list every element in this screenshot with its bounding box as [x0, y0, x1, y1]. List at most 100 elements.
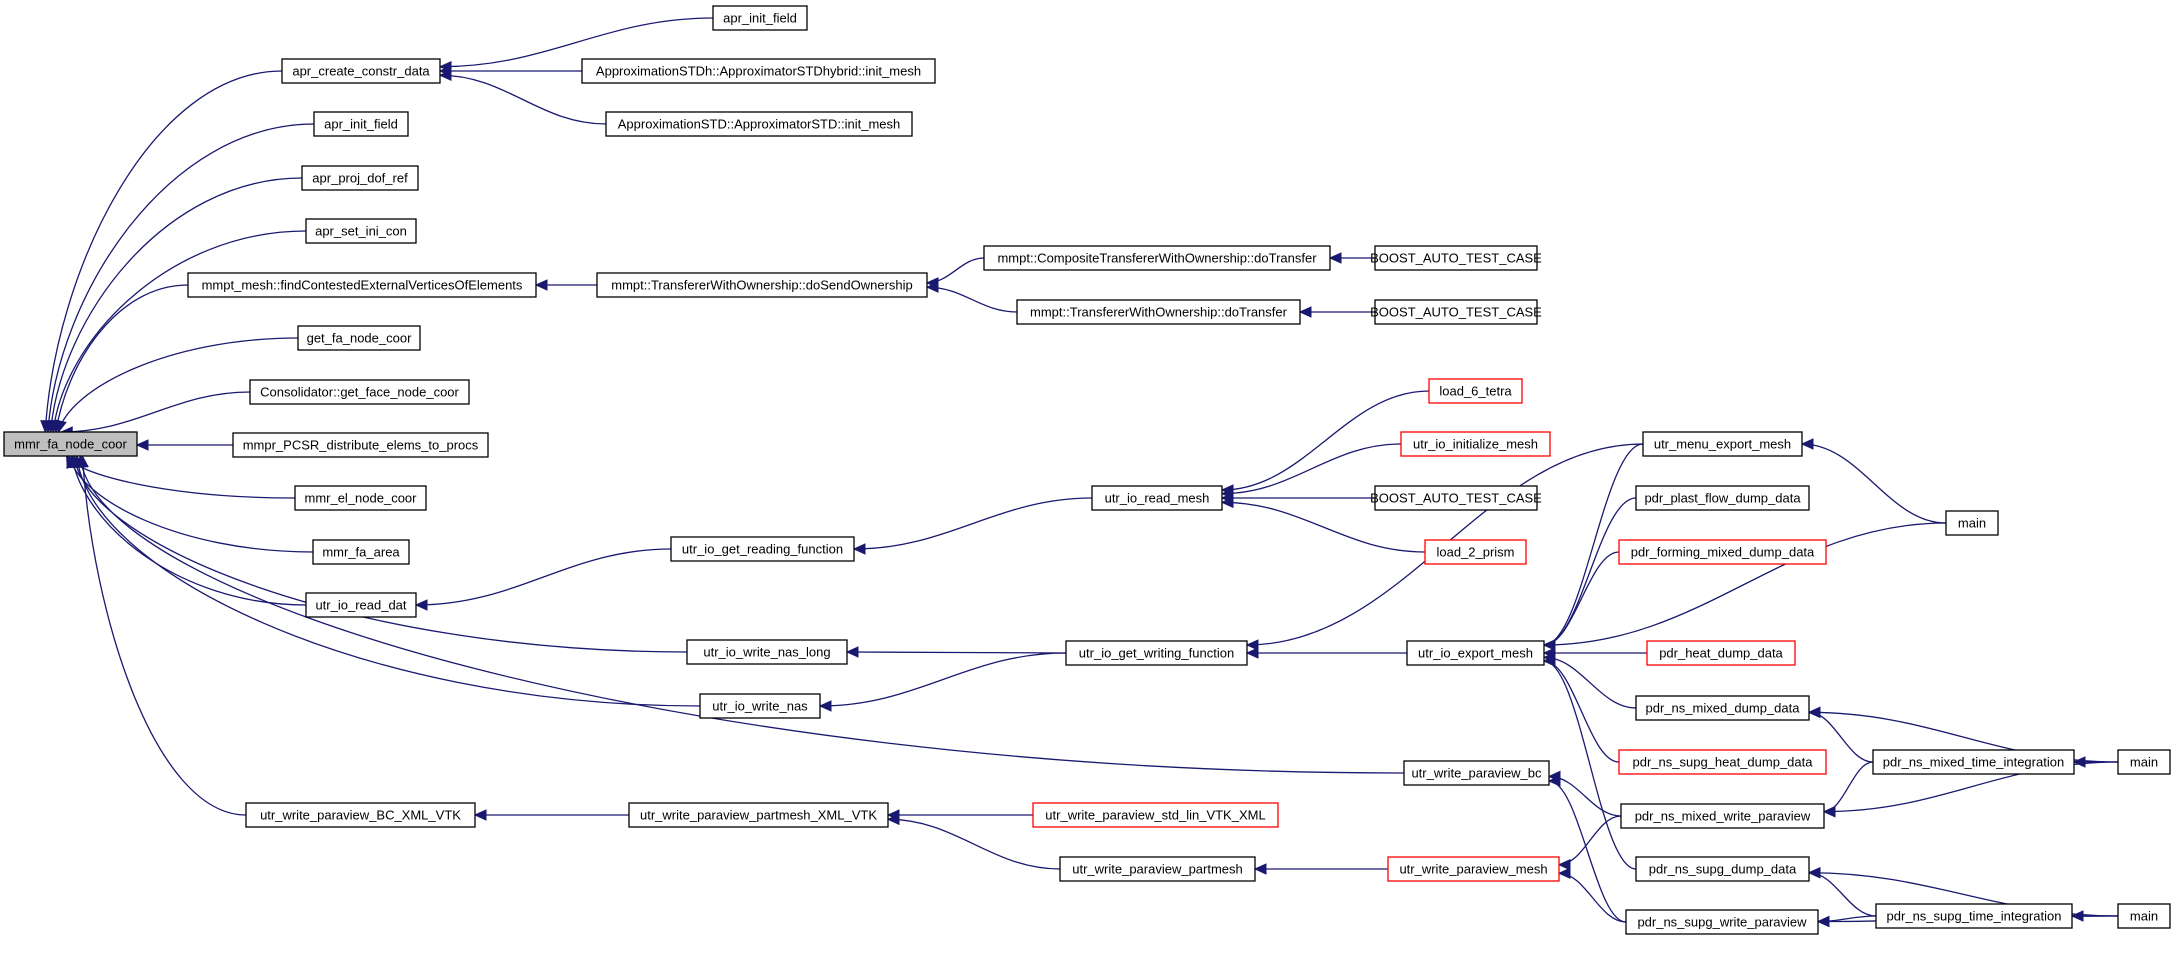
function-node-label: pdr_forming_mixed_dump_data	[1631, 545, 1815, 560]
function-node[interactable]: main	[2117, 749, 2171, 775]
function-node[interactable]: utr_write_paraview_partmesh_XML_VTK	[628, 802, 889, 828]
function-node[interactable]: utr_io_get_writing_function	[1065, 640, 1248, 666]
function-node[interactable]: mmpr_PCSR_distribute_elems_to_procs	[232, 432, 489, 458]
function-node[interactable]: mmpt::CompositeTransfererWithOwnership::…	[983, 245, 1331, 271]
function-node[interactable]: mmr_fa_area	[312, 539, 410, 565]
function-node[interactable]: pdr_forming_mixed_dump_data	[1618, 539, 1827, 565]
function-node-box	[1374, 299, 1538, 325]
function-node[interactable]: Consolidator::get_face_node_coor	[249, 379, 470, 405]
function-node-label: apr_create_constr_data	[292, 64, 430, 79]
function-node[interactable]: pdr_plast_flow_dump_data	[1635, 485, 1810, 511]
function-node-label: mmr_fa_node_coor	[14, 437, 127, 452]
function-node-label: utr_write_paraview_BC_XML_VTK	[260, 808, 461, 823]
function-node[interactable]: apr_init_field	[313, 111, 409, 137]
function-node[interactable]: mmpt_mesh::findContestedExternalVertices…	[187, 272, 537, 298]
function-node[interactable]: utr_write_paraview_mesh	[1387, 856, 1560, 882]
edge-load_6_tetra-to-utr_io_read_mesh	[1221, 390, 1430, 491]
function-node[interactable]: load_2_prism	[1424, 539, 1527, 565]
function-node[interactable]: ApproximationSTDh::ApproximatorSTDhybrid…	[581, 58, 936, 84]
function-node-box	[983, 245, 1331, 271]
function-node[interactable]: pdr_ns_mixed_write_paraview	[1620, 803, 1825, 829]
edge-pdr_plast_flow_dump_data-to-utr_io_export_mesh	[1543, 497, 1637, 646]
function-node-box	[232, 432, 489, 458]
function-node[interactable]: pdr_ns_mixed_dump_data	[1635, 695, 1810, 721]
function-node[interactable]: utr_menu_export_mesh	[1642, 431, 1803, 457]
edge-arrowhead	[1557, 867, 1571, 880]
edge-arrowhead	[2072, 756, 2086, 768]
function-node-label: ApproximationSTDh::ApproximatorSTDhybrid…	[596, 64, 921, 79]
edge-Consolidator-get_face_node_coor-to-mmr_fa_node_coor	[61, 391, 251, 433]
function-node[interactable]: pdr_ns_supg_dump_data	[1635, 856, 1810, 882]
function-node[interactable]: utr_io_initialize_mesh	[1400, 431, 1551, 457]
edge-main-to-utr_io_export_mesh	[1543, 522, 1947, 646]
function-node[interactable]: utr_io_get_reading_function	[670, 536, 855, 562]
function-node[interactable]: pdr_ns_supg_heat_dump_data	[1618, 749, 1827, 775]
edge-main-to-pdr_ns_mixed_write_paraview	[1823, 761, 2119, 813]
function-node-box	[605, 111, 913, 137]
function-node-label: mmpt::TransfererWithOwnership::doTransfe…	[1030, 305, 1288, 320]
function-node[interactable]: mmpt::TransfererWithOwnership::doSendOwn…	[596, 272, 928, 298]
function-node-label: pdr_ns_supg_time_integration	[1887, 909, 2062, 924]
edge-arrowhead	[414, 599, 428, 611]
edge-pdr_ns_mixed_time_integration-to-pdr_ns_mixed_write_paraview	[1823, 761, 1874, 813]
function-node[interactable]: apr_init_field	[712, 5, 808, 31]
function-node[interactable]: apr_proj_dof_ref	[301, 165, 419, 191]
call-graph-edges	[40, 17, 2119, 928]
edge-apr_proj_dof_ref-to-mmr_fa_node_coor	[49, 177, 303, 433]
edge-arrowhead	[1298, 306, 1312, 318]
function-node-box	[699, 693, 821, 719]
function-node[interactable]: pdr_ns_mixed_time_integration	[1872, 749, 2075, 775]
function-node-label: mmpt_mesh::findContestedExternalVertices…	[202, 278, 523, 293]
function-node[interactable]: pdr_ns_supg_time_integration	[1875, 903, 2073, 929]
edge-arrowhead	[1800, 438, 1814, 450]
edge-utr_write_paraview_BC_XML_VTK-to-mmr_fa_node_coor	[81, 455, 247, 816]
function-node[interactable]: utr_write_paraview_std_lin_VTK_XML	[1032, 802, 1279, 828]
function-node[interactable]: BOOST_AUTO_TEST_CASE	[1370, 485, 1542, 511]
function-node[interactable]: utr_io_write_nas	[699, 693, 821, 719]
function-node-box	[1387, 856, 1560, 882]
function-node-box	[305, 218, 417, 244]
function-node-label: ApproximationSTD::ApproximatorSTD::init_…	[618, 117, 901, 132]
function-node[interactable]: utr_io_write_nas_long	[686, 639, 848, 665]
function-node-label: apr_init_field	[324, 117, 398, 132]
edge-utr_io_read_mesh-to-utr_io_get_reading_function	[853, 497, 1093, 550]
edge-arrowhead	[845, 646, 859, 658]
function-node-label: utr_write_paraview_mesh	[1399, 862, 1547, 877]
function-node[interactable]: pdr_heat_dump_data	[1646, 640, 1796, 666]
function-node[interactable]: BOOST_AUTO_TEST_CASE	[1370, 245, 1542, 271]
function-node[interactable]: BOOST_AUTO_TEST_CASE	[1370, 299, 1542, 325]
function-node-box	[1635, 485, 1810, 511]
function-node-label: apr_set_ini_con	[315, 224, 407, 239]
function-node-box	[1091, 485, 1223, 511]
call-graph-nodes: mmr_fa_node_coorapr_create_constr_dataap…	[3, 5, 2171, 935]
function-node-box	[281, 58, 441, 84]
function-node[interactable]: apr_set_ini_con	[305, 218, 417, 244]
edge-arrowhead	[1328, 252, 1342, 264]
function-node[interactable]: get_fa_node_coor	[297, 325, 421, 351]
function-node-label: load_2_prism	[1436, 545, 1514, 560]
function-node[interactable]: main	[1945, 510, 1999, 536]
function-node[interactable]: pdr_ns_supg_write_paraview	[1625, 909, 1819, 935]
function-node-label: mmpt::TransfererWithOwnership::doSendOwn…	[611, 278, 913, 293]
function-node-box	[305, 592, 417, 618]
function-node[interactable]: utr_write_paraview_partmesh	[1059, 856, 1256, 882]
function-node-label: BOOST_AUTO_TEST_CASE	[1370, 305, 1542, 320]
function-node[interactable]: utr_write_paraview_bc	[1403, 760, 1550, 786]
function-node[interactable]: mmpt::TransfererWithOwnership::doTransfe…	[1016, 299, 1301, 325]
function-node-box	[1618, 749, 1827, 775]
function-node[interactable]: utr_io_export_mesh	[1406, 640, 1545, 666]
edge-arrowhead	[77, 454, 89, 468]
function-node[interactable]: utr_write_paraview_BC_XML_VTK	[245, 802, 476, 828]
function-node[interactable]: load_6_tetra	[1428, 378, 1523, 404]
function-node[interactable]: mmr_el_node_coor	[294, 485, 427, 511]
function-node-box	[686, 639, 848, 665]
function-node-label: apr_proj_dof_ref	[312, 171, 408, 186]
function-node-label: utr_write_paraview_std_lin_VTK_XML	[1045, 808, 1265, 823]
function-node[interactable]: utr_io_read_mesh	[1091, 485, 1223, 511]
function-node[interactable]: main	[2117, 903, 2171, 929]
function-node[interactable]: utr_io_read_dat	[305, 592, 417, 618]
function-node-box	[312, 539, 410, 565]
edge-pdr_ns_supg_heat_dump_data-to-utr_io_export_mesh	[1543, 660, 1620, 763]
function-node[interactable]: ApproximationSTD::ApproximatorSTD::init_…	[605, 111, 913, 137]
function-node[interactable]: apr_create_constr_data	[281, 58, 441, 84]
